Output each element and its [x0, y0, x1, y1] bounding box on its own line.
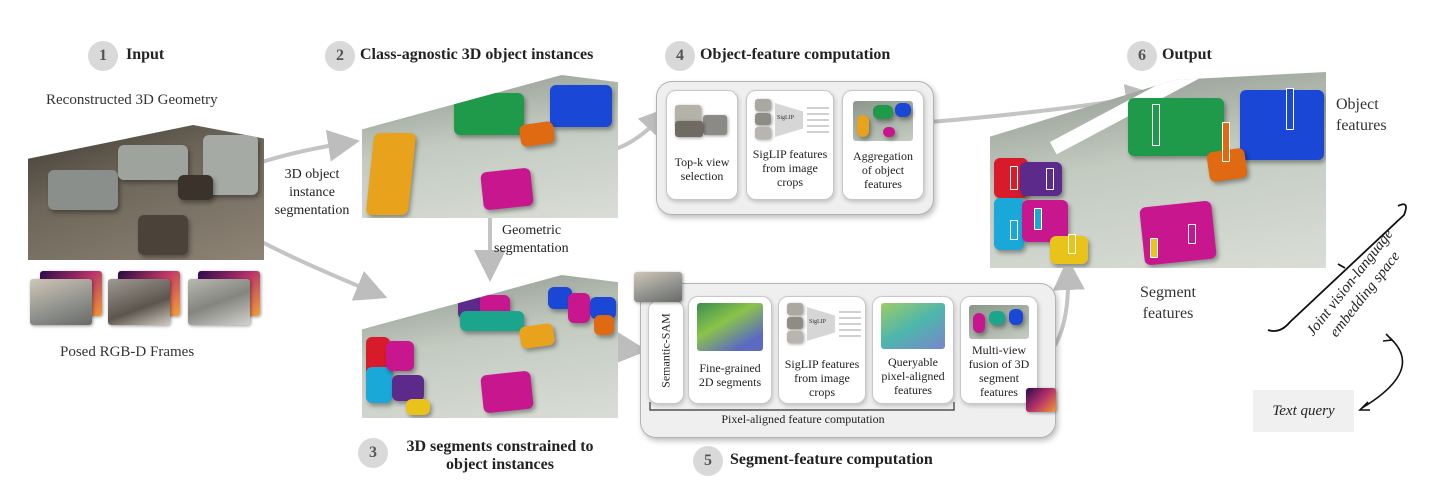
segment-features-line2: features: [1142, 305, 1194, 322]
segment-features-label: Segment features: [1140, 282, 1196, 324]
finegrained-card: Fine-grained 2D segments: [688, 296, 772, 404]
instance-seg-line3: segmentation: [274, 203, 350, 218]
multiview-line3: segment: [979, 371, 1019, 385]
geometric-line2: segmentation: [494, 241, 569, 256]
semantic-sam-card: Semantic-SAM: [648, 300, 684, 404]
object-features-line2: features: [1336, 117, 1387, 134]
instance-rust-table: [518, 120, 556, 148]
object-features-label: Object features: [1336, 94, 1387, 136]
output-purple-segment: [1020, 162, 1062, 196]
instance-seg-line2: instance: [289, 185, 335, 200]
pixel-aligned-bracket: [649, 402, 955, 411]
finegrained-line1: Fine-grained: [699, 361, 761, 375]
multiview-line2: fusion of 3D: [968, 357, 1030, 371]
multiview-line4: features: [980, 385, 1018, 399]
rgbd-frame-2: [108, 279, 170, 325]
output-blue-sofa: [1240, 90, 1324, 160]
topk-line1: Top-k view: [674, 155, 730, 169]
instance-blue-sofa: [550, 85, 612, 127]
segment-siglip-line3: crops: [809, 385, 835, 399]
step-2-title: Class-agnostic 3D object instances: [360, 46, 594, 63]
step-5-title: Segment-feature computation: [730, 451, 933, 468]
step-4-badge: 4: [665, 41, 695, 71]
multiview-depth-frames: [1026, 388, 1056, 412]
step-6-badge: 6: [1127, 41, 1157, 71]
frames-label: Posed RGB-D Frames: [60, 344, 195, 360]
step-2-badge: 2: [325, 41, 355, 71]
instance-seg-label: 3D object instance segmentation: [266, 166, 358, 220]
instance-magenta-table: [480, 167, 534, 211]
instance-orange-sofa: [365, 133, 417, 215]
aggregation-line1: Aggregation: [853, 149, 913, 163]
segment-feature-marker: [1046, 168, 1054, 190]
geometric-seg-label: Geometric segmentation: [494, 222, 594, 258]
semantic-sam-label: Semantic-SAM: [658, 313, 673, 388]
topk-line2: selection: [680, 169, 724, 183]
instance-seg-line1: 3D object: [284, 167, 340, 182]
output-cyan-segment: [994, 198, 1024, 250]
segment-features-line1: Segment: [1140, 284, 1196, 301]
rgbd-frame-3: [188, 279, 250, 325]
segment-siglip-line1: SigLIP features: [784, 357, 860, 371]
geometric-line1: Geometric: [502, 223, 562, 238]
step-3-badge: 3: [358, 438, 388, 468]
rgbd-frame-1: [30, 279, 92, 325]
step-3-title-line2: object instances: [446, 456, 554, 473]
step-5-badge: 5: [693, 446, 723, 476]
segment-siglip-line2: from image: [794, 371, 850, 385]
step-3-title: 3D segments constrained to object instan…: [390, 438, 610, 474]
multiview-line1: Multi-view: [972, 343, 1026, 357]
segment-feature-marker: [1010, 166, 1018, 190]
arrow-segments-to-semantic-sam: [614, 331, 648, 364]
segment-feature-marker: [1034, 208, 1042, 230]
queryable-line1: Queryable: [888, 355, 938, 369]
output-green-sofa: [1128, 98, 1224, 156]
step-1-badge: 1: [88, 41, 118, 71]
segment-feature-marker: [1068, 234, 1076, 254]
queryable-card: Queryable pixel-aligned features: [872, 296, 954, 404]
queryable-line2: pixel-aligned: [881, 369, 945, 383]
text-query-arrow: [1361, 337, 1404, 409]
queryable-line3: features: [894, 383, 932, 397]
object-siglip-line1: SigLIP features: [752, 147, 828, 161]
text-query-box[interactable]: Text query: [1253, 390, 1354, 432]
object-feature-marker: [1286, 88, 1294, 130]
input-3d-geometry: [28, 125, 264, 260]
aggregation-line3: features: [864, 177, 902, 191]
finegrained-line2: 2D segments: [698, 375, 762, 389]
object-feature-marker: [1222, 122, 1230, 162]
object-feature-marker: [1152, 104, 1160, 146]
output-scene: [990, 72, 1326, 268]
object-siglip-line2: from image: [762, 161, 818, 175]
segment-feature-marker: [1150, 238, 1158, 258]
step-3-title-line1: 3D segments constrained to: [406, 438, 594, 455]
aggregation-line2: of object: [861, 163, 905, 177]
segment-feature-marker: [1010, 220, 1018, 240]
step-1-title: Input: [126, 46, 165, 63]
embedding-bracket-tip: [1337, 263, 1346, 269]
object-features-line1: Object: [1336, 96, 1379, 113]
arrow-input-to-instances: [260, 129, 360, 164]
step-4-title: Object-feature computation: [700, 46, 891, 63]
topk-view-card: Top-k view selection: [666, 90, 738, 200]
segment-siglip-tag: SigLIP: [809, 319, 827, 325]
arrow-segment-pipeline-to-output: [1052, 258, 1085, 347]
pixel-aligned-caption: Pixel-aligned feature computation: [721, 412, 885, 426]
aggregation-card: Aggregation of object features: [842, 90, 924, 200]
multiview-card: Multi-view fusion of 3D segment features: [960, 296, 1038, 404]
segment-siglip-card: SigLIP SigLIP features from image crops: [778, 296, 866, 404]
object-siglip-line3: crops: [777, 175, 803, 189]
arrow-input-to-segments: [260, 240, 388, 301]
semantic-sam-input-frames: [634, 272, 682, 302]
output-magenta-segment: [1022, 200, 1068, 242]
segment-feature-marker: [1188, 224, 1196, 244]
step-6-title: Output: [1162, 46, 1212, 63]
object-siglip-card: SigLIP SigLIP features from image crops: [746, 90, 834, 200]
geometry-label: Reconstructed 3D Geometry: [46, 92, 218, 108]
embedding-bracket: [1267, 203, 1407, 332]
object-siglip-tag: SigLIP: [777, 115, 795, 121]
